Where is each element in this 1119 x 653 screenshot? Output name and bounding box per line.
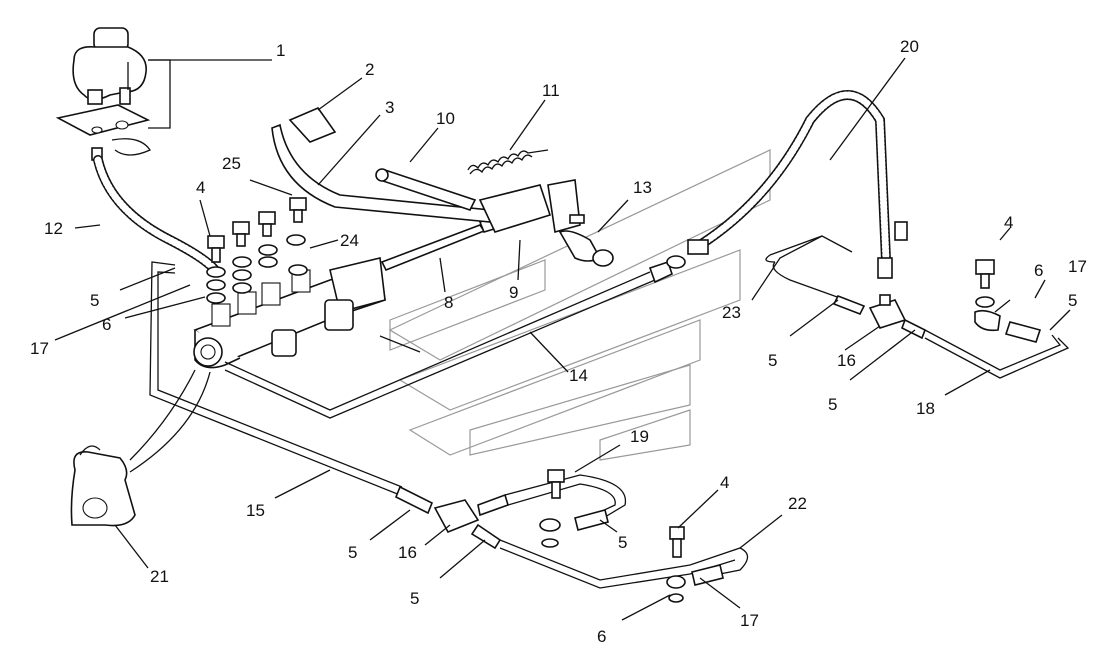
callout-25: 25 [222,154,241,173]
callout-18: 18 [916,399,935,418]
hose-20 [687,90,908,279]
fluid-reservoir [55,27,151,161]
master-cylinder [193,257,386,369]
callout-2: 2 [365,60,374,79]
callout-15: 15 [246,501,265,520]
pedal-pin-10 [375,168,477,211]
callout-21: 21 [150,567,169,586]
watermark-logo [388,149,771,461]
callout-6: 6 [597,627,606,646]
callout-17: 17 [30,339,49,358]
parts-bag-21 [70,445,136,527]
callout-4: 4 [720,473,729,492]
pedal-bracket [478,179,614,267]
right-fittings [974,259,1042,343]
callout-5: 5 [410,589,419,608]
pipe-22 [499,526,749,603]
tee-fitting-16-right [832,294,927,340]
callout-4: 4 [1004,213,1013,232]
pipe-19 [504,469,627,548]
callout-3: 3 [385,98,394,117]
callout-20: 20 [900,37,919,56]
callout-5: 5 [768,351,777,370]
leader-lines [54,57,1071,621]
callout-5: 5 [828,395,837,414]
return-spring-11 [467,149,549,175]
callout-12: 12 [44,219,63,238]
callout-13: 13 [633,178,652,197]
pipe-23 [765,235,853,299]
callout-10: 10 [436,109,455,128]
callout-1: 1 [276,41,285,60]
callout-23: 23 [722,303,741,322]
bolts-and-washers-cluster [206,197,308,304]
callout-labels: 1 2 3 4 4 4 5 5 5 5 5 5 5 6 6 6 8 9 10 1… [30,37,1087,646]
callout-14: 14 [569,366,588,385]
callout-5: 5 [348,543,357,562]
callout-5: 5 [618,533,627,552]
hose-12 [93,155,220,275]
push-rod-8 [380,213,506,272]
callout-5: 5 [1068,291,1077,310]
pipe-15 [149,261,434,515]
callout-9: 9 [509,283,518,302]
pipe-14 [224,255,686,419]
callout-8: 8 [444,293,453,312]
callout-11: 11 [542,81,560,100]
callout-6: 6 [1034,261,1043,280]
callout-24: 24 [340,231,359,250]
callout-17: 17 [1068,257,1087,276]
tee-fitting-16-bottom [433,493,509,550]
callout-22: 22 [788,494,807,513]
callout-5: 5 [90,291,99,310]
callout-6: 6 [102,315,111,334]
callout-17: 17 [740,611,759,630]
pipe-18 [924,329,1070,379]
callout-4: 4 [196,178,205,197]
callout-16: 16 [398,543,417,562]
callout-16: 16 [837,351,856,370]
callout-19: 19 [630,427,649,446]
